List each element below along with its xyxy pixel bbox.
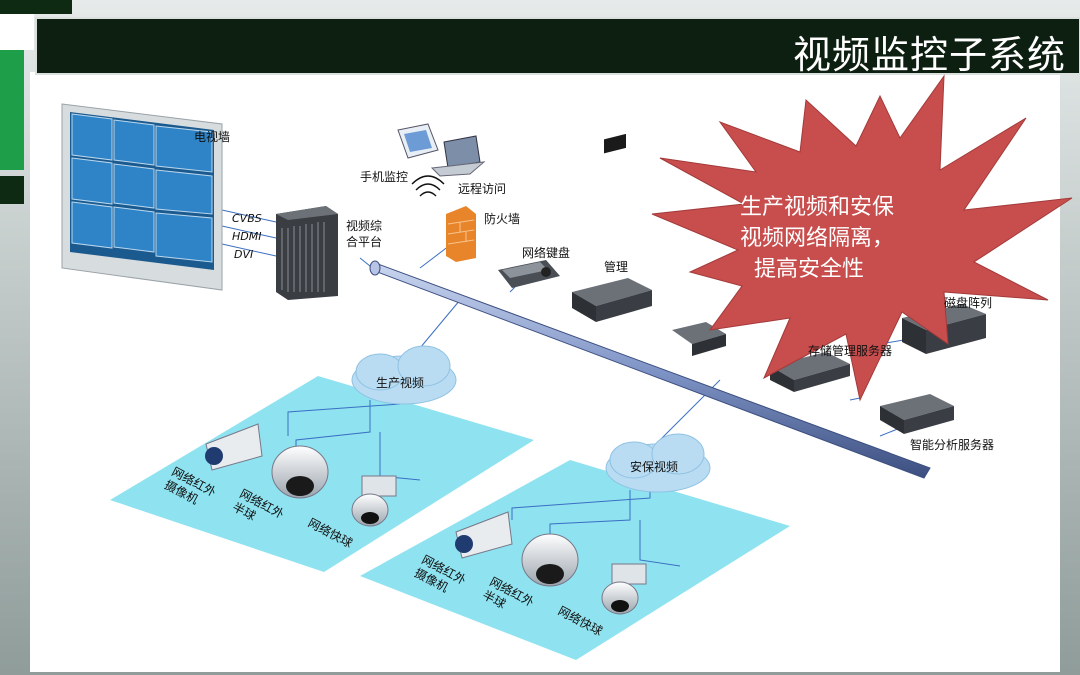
page-title: 视频监控子系统 [792, 33, 1066, 77]
firewall-label: 防火墙 [484, 212, 521, 226]
video-wall-label: 电视墙 [194, 130, 231, 144]
firewall-icon [446, 206, 476, 262]
analysis-server-icon [880, 394, 954, 434]
management-server-icon [572, 133, 652, 322]
ir-dome-camera-icon-1 [271, 445, 329, 499]
video-platform-label: 视频综 合平台 [346, 219, 383, 249]
signal-label-cvbs: CVBS [232, 212, 262, 225]
signal-label-dvi: DVI [234, 248, 254, 261]
mobile-monitor-icon [397, 123, 439, 159]
security-cloud-icon [605, 433, 711, 493]
ir-dome-camera-icon-2 [521, 533, 579, 587]
signal-label-hdmi: HDMI [232, 230, 262, 243]
speed-dome-icon-1 [351, 475, 397, 527]
analysis-server-label: 智能分析服务器 [910, 438, 995, 452]
wireless-icon [411, 175, 445, 197]
production-cloud-icon [351, 345, 457, 405]
video-wall-icon [61, 103, 223, 291]
network-keyboard-icon [498, 260, 560, 288]
remote-access-label: 远程访问 [458, 182, 507, 196]
production-zone-label: 生产视频 [376, 376, 425, 390]
callout-text: 生产视频和安保 视频网络隔离， 提高安全性 [740, 195, 895, 282]
laptop-icon [430, 135, 486, 177]
storage-server-label: 存储管理服务器 [808, 344, 893, 358]
ir-bullet-camera-icon-1 [205, 423, 263, 471]
storage-server-icon [770, 352, 850, 392]
management-server-label: 管理 [604, 260, 629, 274]
video-platform-icon [276, 206, 338, 300]
security-zone-label: 安保视频 [630, 460, 679, 474]
mobile-monitor-label: 手机监控 [360, 170, 409, 184]
speed-dome-icon-2 [601, 563, 647, 615]
disk-array-label: 磁盘阵列 [944, 296, 993, 310]
callout-burst [651, 74, 1073, 402]
network-keyboard-label: 网络键盘 [522, 246, 571, 260]
ir-bullet-camera-icon-2 [455, 511, 513, 559]
